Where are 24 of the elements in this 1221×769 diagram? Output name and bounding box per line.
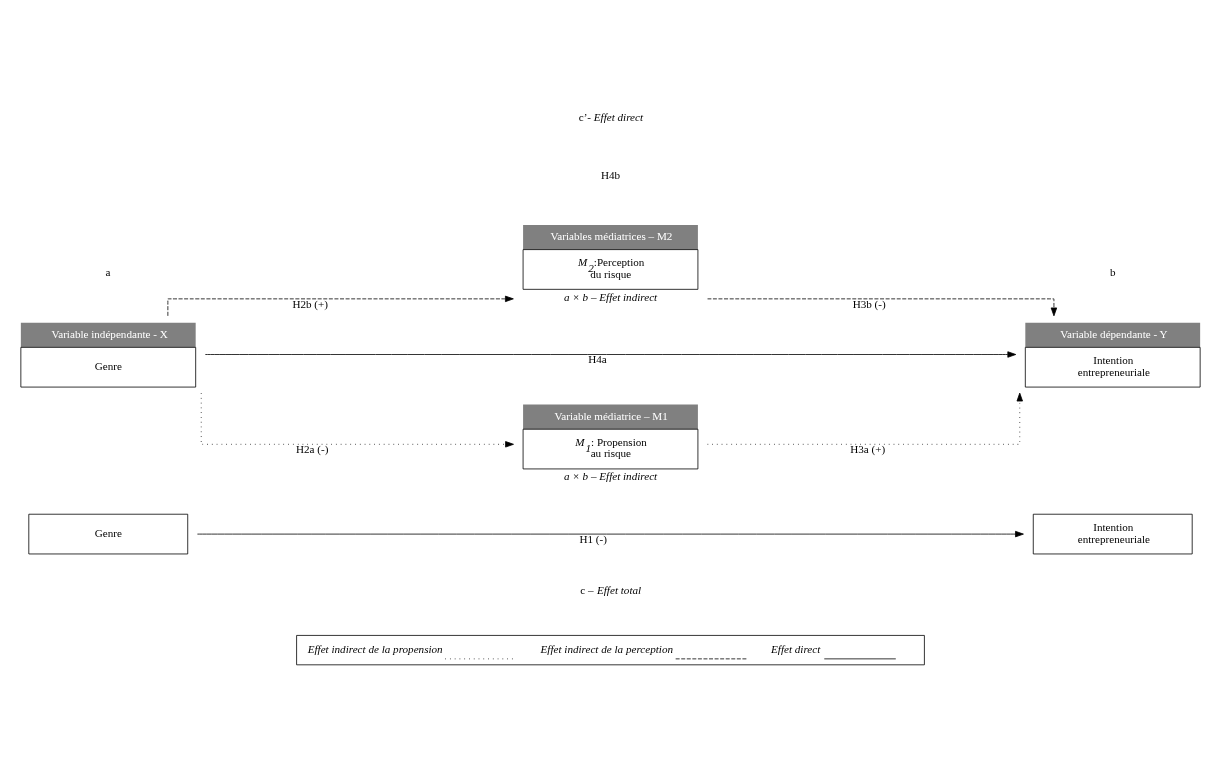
legend-label: Effet indirect de la perception [540, 642, 674, 655]
label: c – Effet total [580, 584, 642, 597]
node-box: Intention entrepreneuriale [1032, 513, 1193, 555]
arrow [707, 298, 1058, 317]
arrow [707, 392, 1023, 445]
node-label: a × b – Effet indirect [564, 470, 658, 483]
edge-label: H2a (-) [296, 443, 329, 456]
edge-label: H4a [588, 353, 607, 366]
edge-label: H2b (+) [292, 297, 328, 310]
arrow [204, 351, 1017, 358]
node-label: a × b – Effet indirect [564, 290, 658, 303]
label: a [105, 265, 111, 278]
edge-label: H3b (-) [852, 297, 886, 310]
label: H4b [600, 168, 621, 181]
label: c’- Effet direct [578, 110, 644, 123]
legend-label: Effet indirect de la propension [307, 642, 443, 655]
label: b [1109, 265, 1116, 278]
arrow [200, 392, 514, 448]
arrow [197, 530, 1024, 538]
edge-label: H1 (-) [579, 533, 607, 545]
legend-label: Effet direct [771, 642, 821, 655]
edge-label: H3a (+) [850, 443, 886, 456]
node-box: Genre [28, 513, 189, 555]
arrow [167, 295, 514, 317]
